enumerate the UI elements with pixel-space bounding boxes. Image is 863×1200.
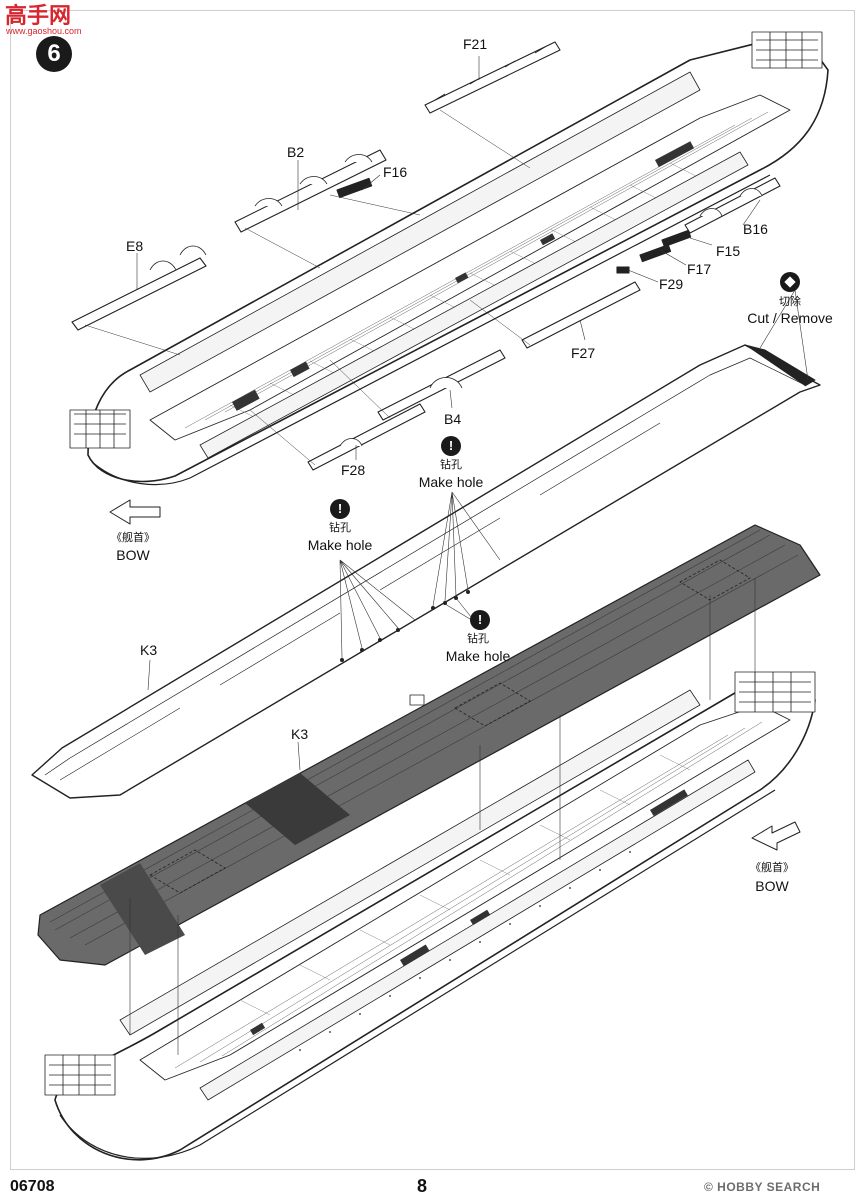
cut-label-en: Cut / Remove — [747, 310, 833, 326]
site-logo-url: www.gaoshou.com — [6, 26, 82, 36]
drill-label-cn-3: 钻孔 — [467, 633, 489, 645]
cut-label-cn: 切除 — [779, 296, 801, 308]
step-number-badge: 6 — [36, 36, 72, 72]
lower-hull — [44, 671, 816, 1161]
flight-deck-planked — [37, 524, 821, 966]
assembly-lines-lower — [129, 578, 756, 1055]
part-label-f15: F15 — [716, 243, 741, 259]
page-frame — [10, 10, 855, 1170]
site-logo: 高手网 — [5, 3, 72, 28]
drill-label-cn-2: 钻孔 — [329, 522, 351, 534]
flight-deck-outline — [31, 344, 821, 799]
part-label-f17: F17 — [687, 261, 712, 277]
gallery-parts — [71, 41, 781, 471]
drill-icon-3: ! — [470, 610, 490, 630]
part-label-f21: F21 — [463, 36, 488, 52]
drill-label-en-1: Make hole — [418, 474, 484, 490]
bow-arrow-lower — [751, 821, 801, 851]
cut-icon-glyph — [784, 276, 796, 288]
upper-hull — [69, 31, 829, 486]
kit-number: 06708 — [10, 1178, 55, 1195]
bow-arrow-upper — [109, 499, 161, 525]
drill-icon-2: ! — [330, 499, 350, 519]
drill-label-en-2: Make hole — [307, 537, 373, 553]
part-label-b2: B2 — [287, 144, 305, 160]
bow-label-en-upper: BOW — [116, 547, 150, 563]
part-label-f28: F28 — [341, 462, 366, 478]
drill-leader-lines — [339, 289, 809, 659]
watermark: © HOBBY SEARCH — [704, 1180, 821, 1194]
drill-label-en-3: Make hole — [445, 648, 511, 664]
part-label-f16: F16 — [383, 164, 408, 180]
drill-icon-1: ! — [441, 436, 461, 456]
leader-lines-upper — [84, 56, 761, 466]
part-label-b16: B16 — [743, 221, 768, 237]
bow-label-cn-upper: 《舰首》 — [111, 532, 155, 544]
part-label-f29: F29 — [659, 276, 684, 292]
page-number: 8 — [417, 1176, 428, 1196]
part-label-f27: F27 — [571, 345, 596, 361]
part-label-k3-flight-deck: K3 — [140, 642, 158, 658]
bow-label-en-lower: BOW — [755, 878, 789, 894]
cut-icon — [780, 272, 800, 292]
bow-label-cn-lower: 《舰首》 — [750, 862, 794, 874]
part-label-k3-planked: K3 — [291, 726, 309, 742]
part-label-e8: E8 — [126, 238, 144, 254]
part-label-b4: B4 — [444, 411, 462, 427]
drill-label-cn-1: 钻孔 — [440, 459, 462, 471]
